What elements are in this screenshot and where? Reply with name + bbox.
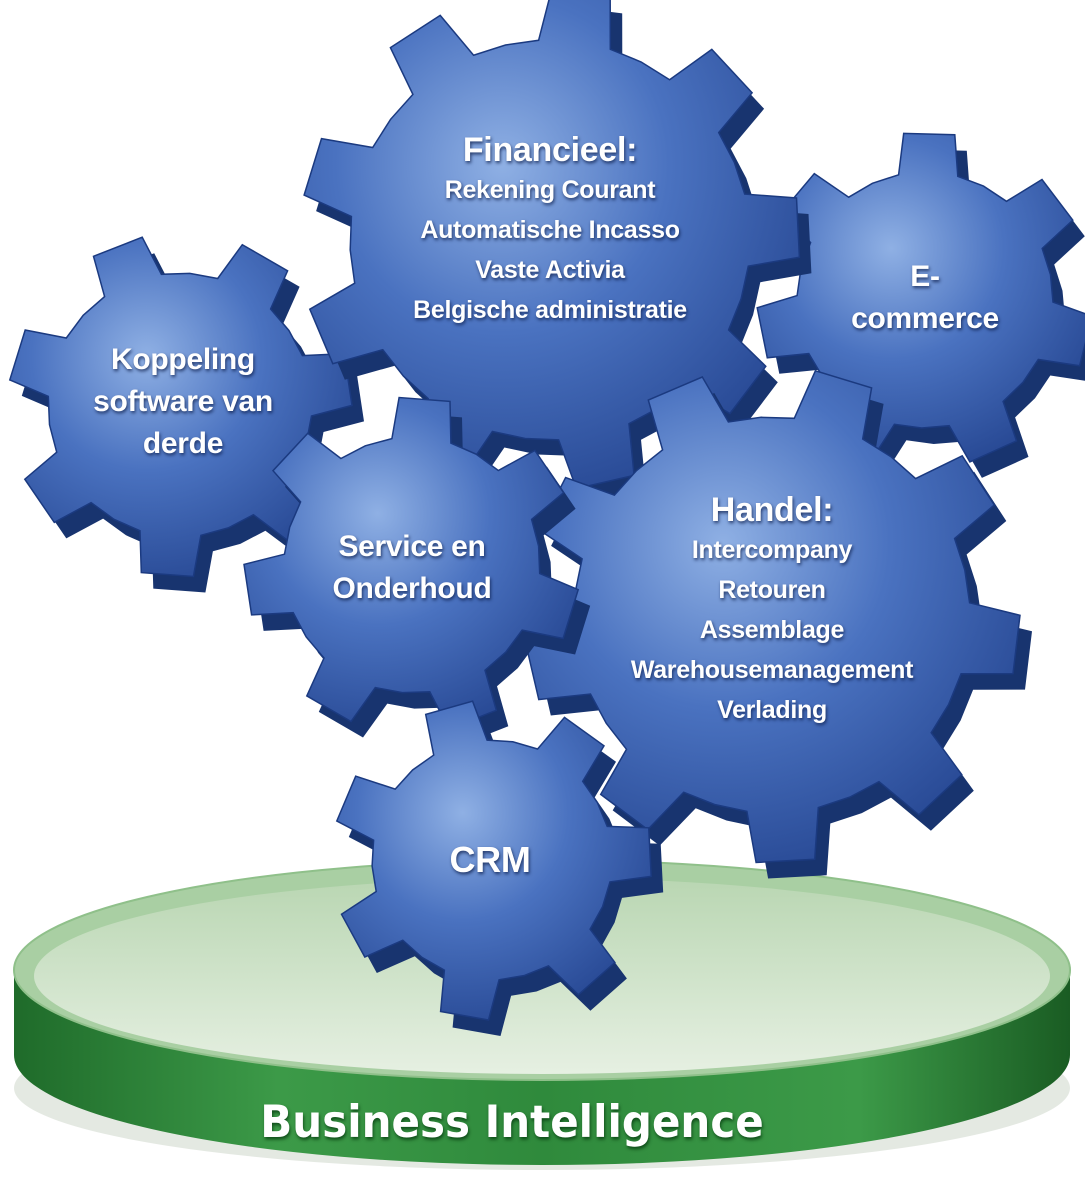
handel-item: Assemblage — [699, 616, 845, 645]
handel-item: Intercompany — [691, 536, 853, 565]
gear-service-text: Service en Onderhoud — [333, 526, 492, 610]
platform-label: Business Intelligence — [260, 1096, 764, 1148]
financieel-title: Financieel: — [462, 130, 638, 169]
platform-rim — [14, 970, 1070, 1165]
handel-item: Warehousemanagement — [630, 656, 914, 685]
gear-financieel-face — [303, 0, 801, 490]
financieel-item: Automatische Incasso — [420, 216, 680, 245]
financieel-item: Vaste Activia — [475, 256, 625, 285]
koppeling-line: software van — [93, 385, 273, 418]
crm-line: CRM — [449, 838, 531, 880]
gear-koppeling-text: Koppeling software van derde — [93, 339, 273, 465]
service-line: Onderhoud — [332, 572, 492, 605]
gear-financieel — [303, 0, 812, 505]
gear-ecommerce-text: E- commerce — [851, 256, 999, 340]
gear-financieel-text: Financieel: Rekening Courant Automatisch… — [413, 130, 687, 330]
financieel-item: Rekening Courant — [444, 176, 656, 205]
handel-item: Verlading — [717, 696, 827, 725]
gear-crm-text: CRM — [449, 839, 530, 881]
gear-koppeling — [8, 236, 365, 593]
gear-handel-face — [524, 369, 1021, 864]
gear-service — [243, 396, 591, 745]
gear-handel — [524, 369, 1032, 879]
gear-crm — [335, 700, 664, 1036]
financieel-item: Belgische administratie — [413, 296, 687, 325]
handel-item: Retouren — [718, 576, 826, 605]
service-line: Service en — [338, 530, 486, 563]
gear-service-face — [243, 396, 580, 730]
gear-layer — [8, 0, 1085, 1036]
ecommerce-line: commerce — [851, 302, 999, 335]
gear-handel-text: Handel: Intercompany Retouren Assemblage… — [630, 490, 914, 730]
koppeling-line: derde — [142, 427, 224, 460]
koppeling-line: Koppeling — [111, 343, 255, 376]
handel-title: Handel: — [710, 490, 834, 529]
ecommerce-line: E- — [910, 260, 940, 293]
gear-crm-face — [335, 700, 652, 1021]
